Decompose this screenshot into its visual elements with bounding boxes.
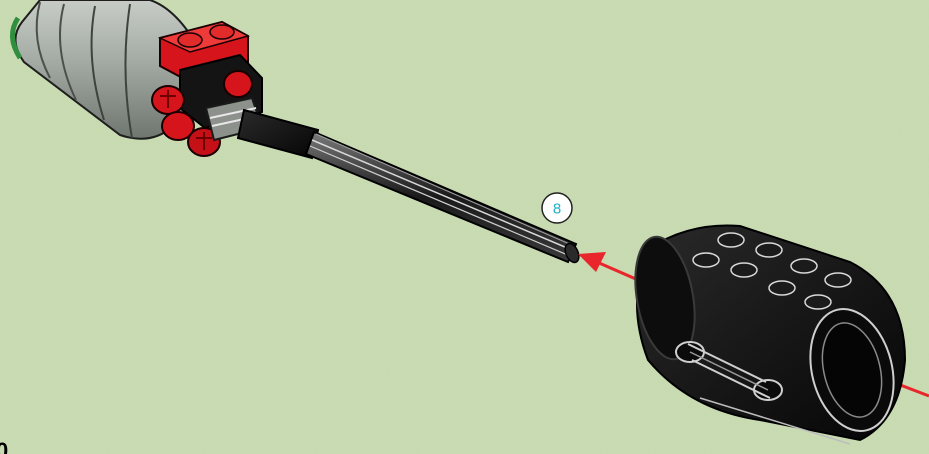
stud bbox=[210, 25, 234, 39]
stud bbox=[178, 33, 202, 47]
callout-number: 8 bbox=[553, 201, 561, 218]
step-callout: 8 bbox=[542, 193, 572, 223]
red-peg bbox=[224, 71, 252, 97]
page-corner-mark: 0 bbox=[0, 438, 8, 454]
